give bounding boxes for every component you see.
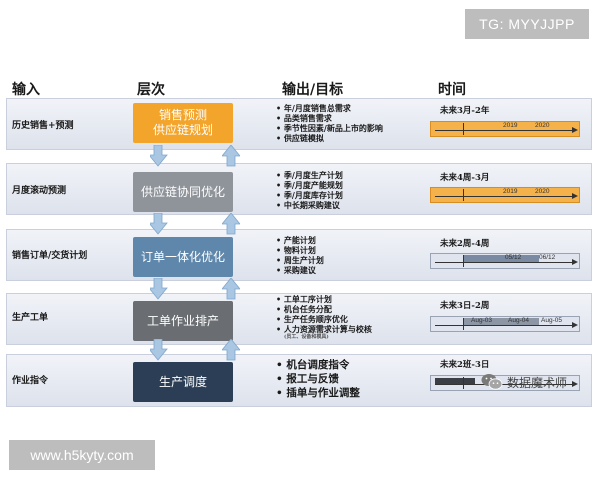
input-label-4: 作业指令	[12, 376, 49, 386]
axis-arrow-icon	[572, 127, 578, 133]
level-box-0: 销售预测供应链规划	[133, 103, 233, 143]
output-item: 品类销售需求	[276, 113, 383, 123]
axis-arrow-icon	[572, 322, 578, 328]
arrow-down-icon	[150, 339, 168, 361]
output-item: 插单与作业调整	[276, 386, 360, 400]
timeline-label: Aug-03	[471, 317, 492, 324]
input-label-0: 历史销售+预测	[12, 121, 74, 131]
header-level: 层次	[137, 82, 165, 98]
arrow-up-icon	[222, 213, 240, 235]
level-line-0-1: 供应链规划	[152, 123, 213, 137]
level-line-3-0: 工单作业排产	[146, 313, 219, 328]
level-box-2: 订单一体化优化	[133, 237, 233, 277]
output-item: 生产任务顺序优化	[276, 314, 372, 324]
output-list-4: 机台调度指令 报工与反馈 插单与作业调整	[276, 358, 360, 400]
header-input: 输入	[12, 82, 40, 98]
timeline-label: 05/12	[505, 254, 522, 261]
output-item: 报工与反馈	[276, 372, 360, 386]
brand-text: 数据魔术师	[507, 375, 568, 390]
arrow-up-icon	[222, 145, 240, 167]
arrow-down-icon	[150, 213, 168, 235]
output-item: 采购建议	[276, 265, 324, 275]
input-label-3: 生产工单	[12, 313, 49, 323]
arrow-up-icon	[222, 278, 240, 300]
input-label-2: 销售订单/交货计划	[12, 251, 88, 261]
timeline-label: 2020	[535, 188, 550, 195]
input-label-1: 月度滚动预测	[12, 186, 67, 196]
output-item: 产能计划	[276, 235, 324, 245]
level-box-1: 供应链协同优化	[133, 172, 233, 212]
wechat-icon	[481, 374, 503, 390]
output-item: 周生产计划	[276, 255, 324, 265]
output-item: 季节性因素/新品上市的影响	[276, 123, 383, 133]
output-item: 季/月度库存计划	[276, 190, 343, 200]
watermark-top: TG: MYYJJPP	[465, 9, 589, 39]
level-line-1-0: 供应链协同优化	[140, 184, 225, 199]
timeline-label: 06/12	[539, 254, 556, 261]
timeline-4	[430, 375, 580, 391]
timeline-segment	[463, 255, 539, 262]
output-note: (员工、设备和模具)	[284, 334, 329, 340]
timeline-segment	[435, 378, 475, 384]
level-line-2-0: 订单一体化优化	[140, 249, 225, 264]
time-label-4: 未来2班-3日	[440, 360, 490, 370]
timeline-2: 05/12 06/12	[430, 253, 580, 269]
arrow-down-icon	[150, 145, 168, 167]
timeline-label: 2020	[535, 122, 550, 129]
output-item: 供应链模拟	[276, 133, 383, 143]
time-label-0: 未来3月-2年	[440, 106, 490, 116]
brand-watermark: 数据魔术师	[481, 373, 567, 391]
arrow-up-icon	[222, 339, 240, 361]
output-list-0: 年/月度销售总需求 品类销售需求 季节性因素/新品上市的影响 供应链模拟	[276, 103, 383, 143]
timeline-0: 2019 2020	[430, 121, 580, 137]
output-item: 季/月度产能规划	[276, 180, 343, 190]
timeline-label: Aug-05	[541, 317, 562, 324]
header-output: 输出/目标	[282, 82, 344, 98]
timeline-label: Aug-04	[508, 317, 529, 324]
output-item: 中长期采购建议	[276, 200, 343, 210]
axis-arrow-icon	[572, 381, 578, 387]
timeline-label: 2019	[503, 122, 518, 129]
axis-arrow-icon	[572, 193, 578, 199]
time-label-2: 未来2周-4周	[440, 239, 490, 249]
level-line-4-0: 生产调度	[158, 374, 207, 389]
timeline-1: 2019 2020	[430, 187, 580, 203]
time-label-1: 未来4周-3月	[440, 173, 490, 183]
output-list-1: 季/月度生产计划 季/月度产能规划 季/月度库存计划 中长期采购建议	[276, 170, 343, 210]
header-time: 时间	[438, 82, 466, 98]
output-item: 季/月度生产计划	[276, 170, 343, 180]
output-list-2: 产能计划 物料计划 周生产计划 采购建议	[276, 235, 324, 275]
output-item: 机台任务分配	[276, 304, 372, 314]
output-item: 工单工序计划	[276, 294, 372, 304]
level-box-3: 工单作业排产	[133, 301, 233, 341]
output-item: 机台调度指令	[276, 358, 360, 372]
output-item: 年/月度销售总需求	[276, 103, 383, 113]
level-box-4: 生产调度	[133, 362, 233, 402]
axis-arrow-icon	[572, 259, 578, 265]
level-line-0-0: 销售预测	[158, 108, 207, 122]
timeline-segment	[463, 318, 539, 325]
watermark-bottom: www.h5kyty.com	[9, 440, 155, 470]
time-label-3: 未来3日-2周	[440, 301, 490, 311]
timeline-3: Aug-03 Aug-04 Aug-05	[430, 316, 580, 332]
output-item: 物料计划	[276, 245, 324, 255]
output-item: 人力资源需求计算与校核	[276, 324, 372, 334]
timeline-label: 2019	[503, 188, 518, 195]
output-list-3: 工单工序计划 机台任务分配 生产任务顺序优化 人力资源需求计算与校核 (员工、设…	[276, 294, 372, 340]
arrow-down-icon	[150, 278, 168, 300]
